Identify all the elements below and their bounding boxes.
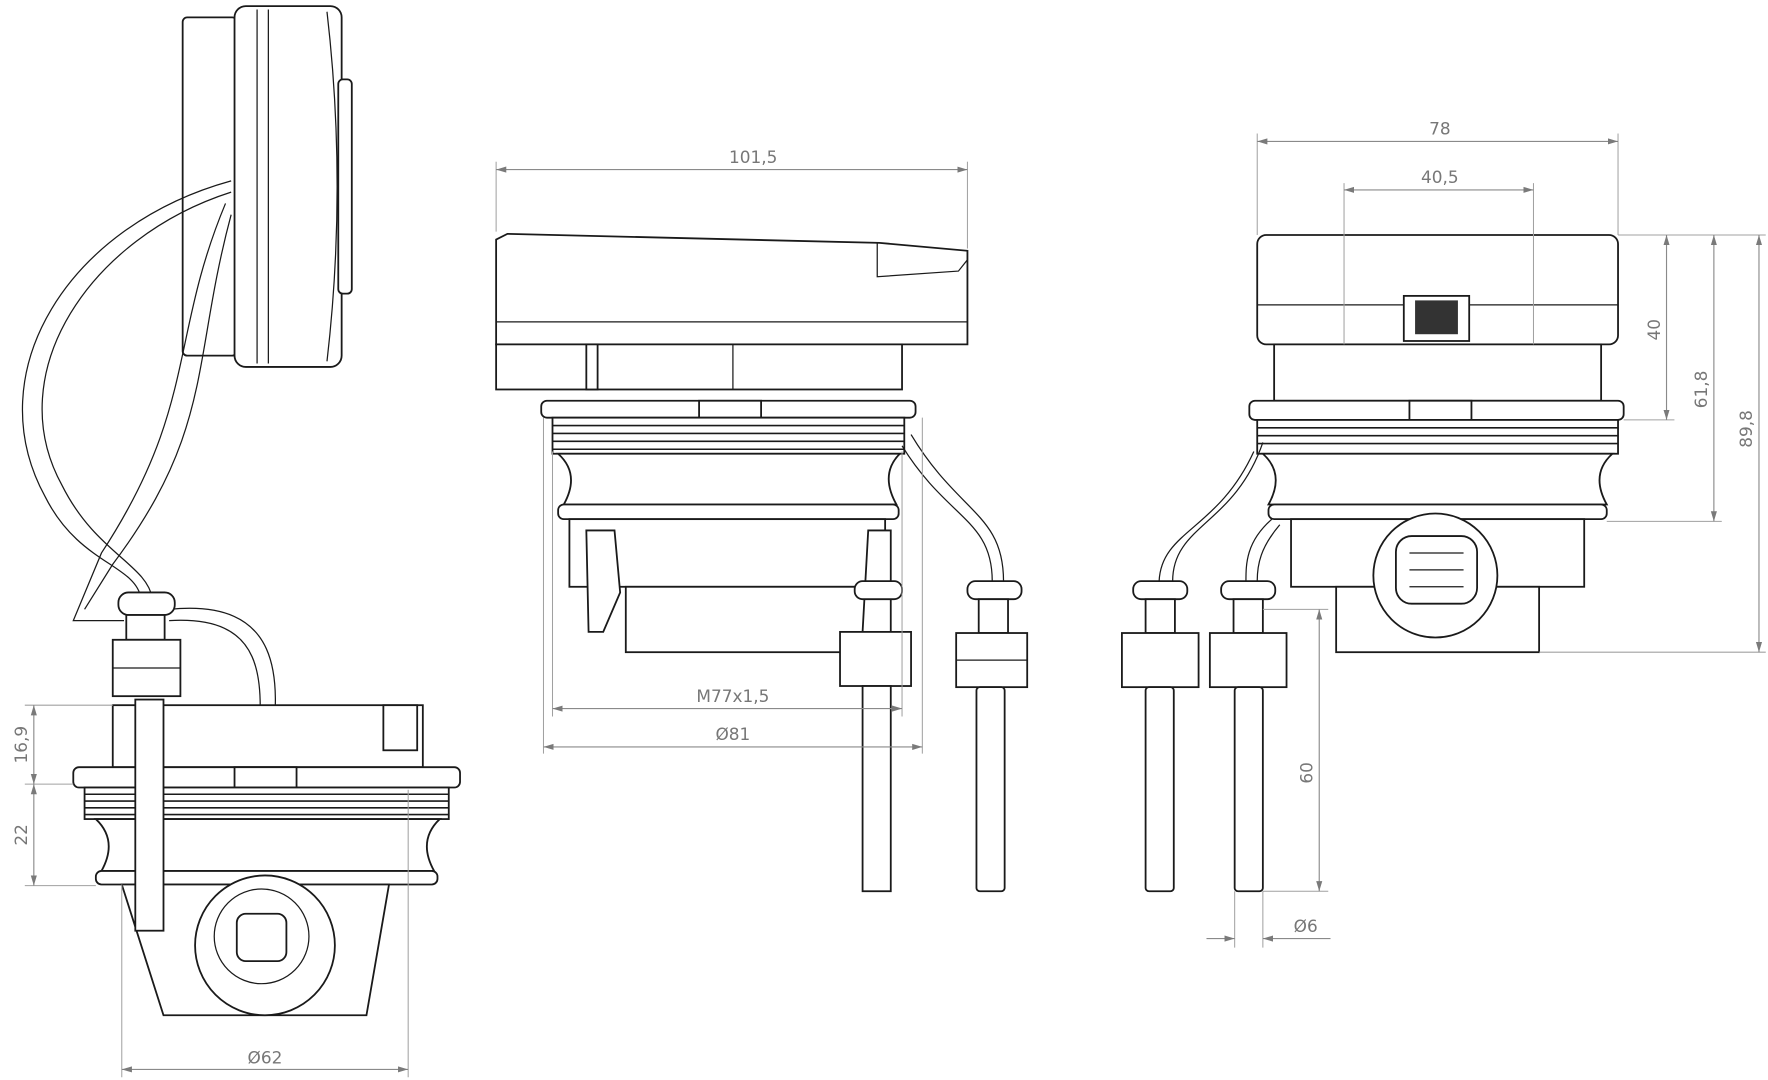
dim-sensor-length: 60	[1262, 608, 1329, 892]
front-cable	[901, 434, 1005, 582]
sensor-rod	[134, 698, 165, 932]
front-ring	[557, 503, 900, 521]
dim-height-mid: 61,8	[1691, 234, 1717, 522]
cable-4	[84, 214, 232, 610]
sensor-rod	[861, 685, 892, 893]
dim-label: 40	[1644, 319, 1664, 341]
side-view	[21, 5, 461, 1017]
dim-label: 22	[11, 824, 31, 846]
end-cable-1	[1158, 442, 1264, 582]
sensor-nut-neck	[977, 598, 1009, 634]
dim-thread-height: 22	[11, 784, 37, 886]
flange-tab	[233, 766, 298, 789]
dim-label: 89,8	[1736, 410, 1756, 448]
dim-flange-height: 16,9	[11, 705, 37, 785]
display-housing-lines	[256, 9, 338, 364]
sensor-hex-nut	[839, 630, 912, 687]
end-waist	[1260, 452, 1615, 506]
end-housing-lower	[1273, 343, 1603, 402]
sensor-hex-nut	[1121, 632, 1200, 689]
display-housing	[233, 5, 343, 368]
dim-outer-diameter: Ø81	[542, 417, 923, 754]
end-connector-port	[1415, 300, 1458, 335]
sensor-rod	[975, 686, 1006, 893]
display-button	[337, 78, 353, 295]
front-threads	[551, 416, 906, 455]
dim-label: Ø62	[248, 1048, 283, 1068]
sensor-ferrule	[966, 580, 1023, 601]
inlet-strainer	[235, 912, 288, 963]
dim-overall-width: 78	[1256, 119, 1619, 235]
end-cable-2	[1245, 518, 1281, 582]
dim-label: 60	[1296, 762, 1316, 784]
dim-overall-length: 101,5	[495, 147, 968, 249]
dim-sensor-diameter: Ø6	[1206, 891, 1331, 948]
dim-label: 61,8	[1691, 371, 1711, 409]
front-outlet-left	[585, 529, 622, 633]
dim-label: Ø6	[1294, 916, 1318, 936]
sensor-ferrule	[1220, 580, 1277, 601]
body-top	[111, 704, 424, 769]
dim-label: 40,5	[1421, 167, 1459, 187]
dim-height-total: 89,8	[1736, 234, 1763, 653]
dim-height-top: 40	[1644, 234, 1670, 420]
cable-3	[72, 203, 227, 622]
dim-label: Ø81	[715, 724, 750, 744]
front-body	[568, 518, 887, 588]
sensor-nut-neck	[125, 614, 166, 641]
end-threads	[1256, 419, 1619, 455]
dim-base-diameter: Ø62	[121, 789, 409, 1078]
cable-2	[41, 191, 232, 599]
front-base	[624, 585, 881, 654]
dim-label: 101,5	[729, 147, 777, 167]
front-waist	[555, 452, 902, 506]
dim-label: M77x1,5	[696, 686, 769, 706]
front-view	[495, 232, 1029, 893]
dim-label: 78	[1429, 119, 1451, 139]
display-bracket	[181, 16, 238, 357]
sensor-rod	[1233, 686, 1264, 893]
front-housing-lower	[495, 343, 903, 391]
sensor-ferrule	[117, 591, 176, 616]
dimensions: 101,5 78 40,5 40 61,8	[11, 119, 1766, 1078]
sensor-nut-neck	[1232, 598, 1264, 634]
dim-thread: M77x1,5	[551, 451, 903, 717]
end-view	[1121, 234, 1625, 893]
body-clip	[382, 704, 419, 752]
dim-inner-width: 40,5	[1343, 167, 1534, 345]
sensor-nut-neck	[1144, 598, 1176, 634]
dim-label: 16,9	[11, 726, 31, 764]
sensor-rod	[1144, 686, 1175, 893]
sensor-ferrule	[853, 580, 903, 601]
sensor-ferrule	[1132, 580, 1189, 601]
front-housing-top	[495, 232, 969, 346]
sensor-hex-nut	[1208, 632, 1288, 689]
